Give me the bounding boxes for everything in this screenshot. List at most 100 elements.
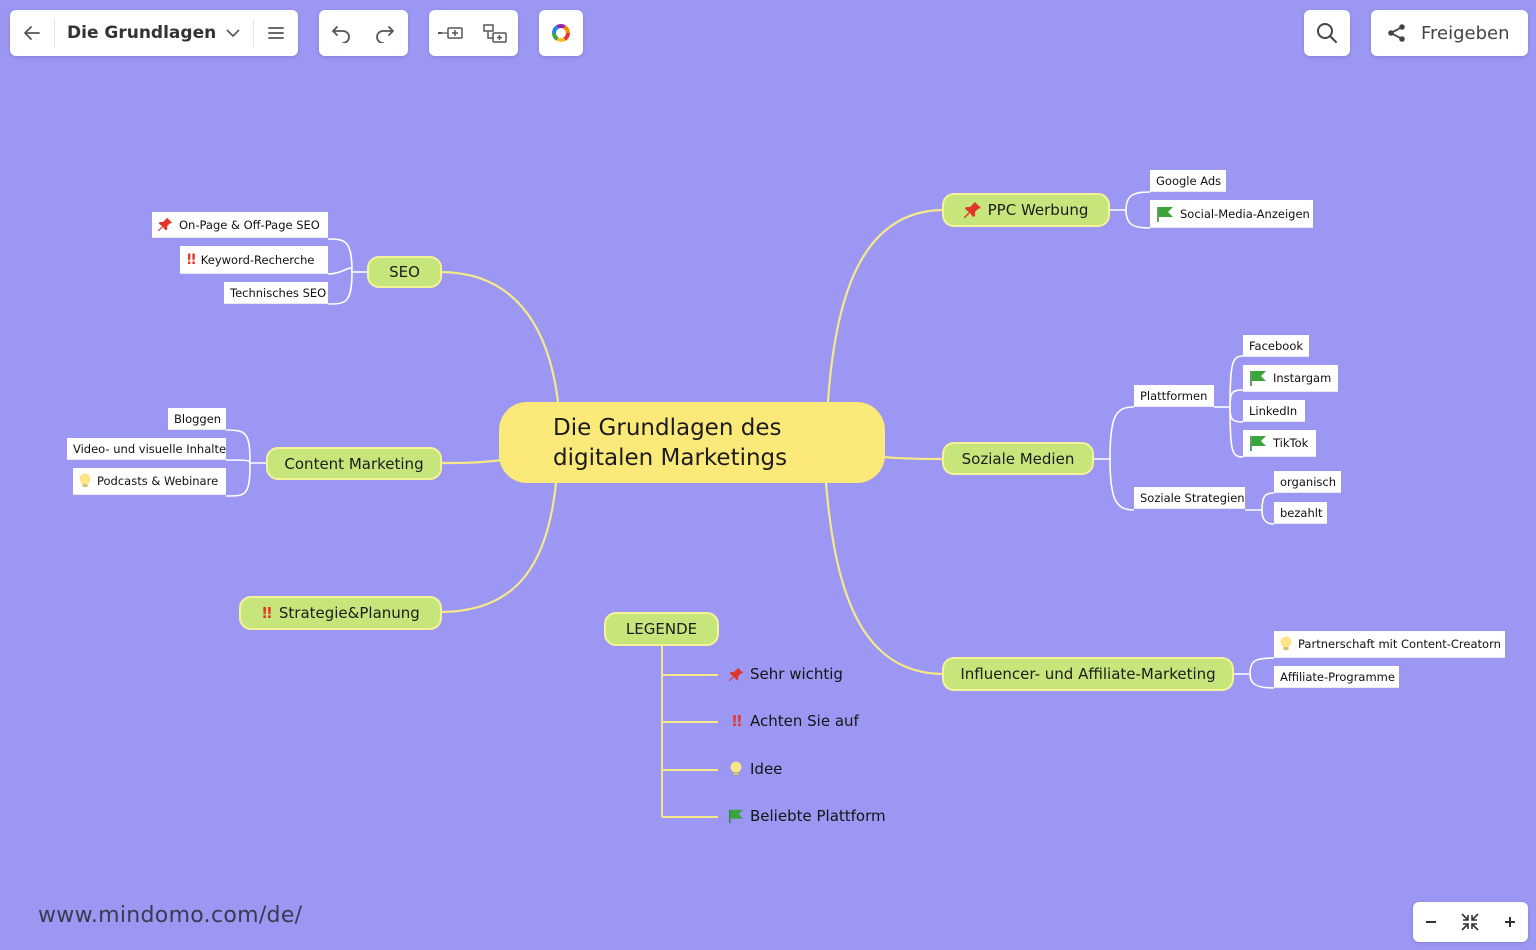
history-toolbar xyxy=(319,10,408,56)
leaf-bezahlt[interactable]: bezahlt xyxy=(1274,502,1327,524)
search-icon xyxy=(1317,23,1337,43)
leaf-bloggen[interactable]: Bloggen xyxy=(168,408,226,430)
legend-label: Achten Sie auf xyxy=(750,712,859,730)
legend-item-achten-sie-auf[interactable]: !! Achten Sie auf xyxy=(728,712,859,730)
green-flag-icon xyxy=(1249,370,1267,386)
connector-seo xyxy=(439,270,560,403)
leaf-google-ads[interactable]: Google Ads xyxy=(1150,170,1226,192)
legend-label: Idee xyxy=(750,760,783,778)
share-icon xyxy=(1388,24,1405,42)
topic-soziale-medien[interactable]: Soziale Medien xyxy=(942,442,1094,475)
hamburger-menu-icon xyxy=(268,27,284,39)
legend-item-sehr-wichtig[interactable]: Sehr wichtig xyxy=(728,665,843,683)
pushpin-icon xyxy=(728,667,744,682)
back-button[interactable] xyxy=(10,10,54,56)
search-button[interactable] xyxy=(1304,10,1350,56)
theme-toolbar xyxy=(539,10,583,56)
double-exclamation-icon: !! xyxy=(261,604,273,622)
topic-label: Strategie&Planung xyxy=(278,604,420,622)
leaf-label: Google Ads xyxy=(1156,173,1222,188)
leaf-affiliate-programme[interactable]: Affiliate-Programme xyxy=(1274,666,1399,688)
theme-button[interactable] xyxy=(539,10,583,56)
topic-label: LEGENDE xyxy=(625,620,698,638)
leaf-facebook[interactable]: Facebook xyxy=(1243,335,1309,357)
topic-label: SEO xyxy=(389,263,420,281)
leaf-video-inhalte[interactable]: Video- und visuelle Inhalte xyxy=(67,438,226,460)
toolbar-divider xyxy=(253,19,254,47)
leaf-instargam[interactable]: Instargam xyxy=(1243,365,1338,392)
minus-icon xyxy=(1425,921,1436,923)
menu-button[interactable] xyxy=(254,10,298,56)
plus-icon xyxy=(1505,917,1516,927)
central-topic-line1: Die Grundlagen des xyxy=(553,414,782,441)
green-flag-icon xyxy=(1156,206,1174,222)
topic-label: Content Marketing xyxy=(284,454,424,473)
topic-strategie-planung[interactable]: !! Strategie&Planung xyxy=(239,596,442,630)
redo-button[interactable] xyxy=(363,10,407,56)
title-dropdown-button[interactable] xyxy=(221,10,245,56)
green-flag-icon xyxy=(1249,435,1267,451)
add-topic-icon xyxy=(438,27,463,39)
insert-toolbar xyxy=(429,10,518,56)
redo-icon xyxy=(376,26,394,43)
double-exclamation-icon: !! xyxy=(186,251,197,268)
leaf-label: Podcasts & Webinare xyxy=(97,474,219,488)
leaf-social-media-anzeigen[interactable]: Social-Media-Anzeigen xyxy=(1150,200,1313,228)
topic-content-marketing[interactable]: Content Marketing xyxy=(266,447,442,480)
leaf-label: organisch xyxy=(1280,474,1336,489)
legend-item-beliebte-plattform[interactable]: Beliebte Plattform xyxy=(728,807,886,825)
topic-label: Soziale Medien xyxy=(961,449,1075,468)
leaf-tiktok[interactable]: TikTok xyxy=(1243,430,1316,457)
legend-item-idee[interactable]: Idee xyxy=(728,760,782,778)
leaf-soziale-strategien[interactable]: Soziale Strategien xyxy=(1134,487,1245,509)
central-topic[interactable]: Die Grundlagen des digitalen Marketings xyxy=(499,402,885,483)
undo-button[interactable] xyxy=(319,10,363,56)
leaf-label: Partnerschaft mit Content-Creatorn xyxy=(1298,637,1501,651)
toolbar-divider xyxy=(54,19,55,47)
leaf-podcasts-webinare[interactable]: Podcasts & Webinare xyxy=(73,468,226,495)
undo-icon xyxy=(332,26,350,43)
topic-seo[interactable]: SEO xyxy=(367,256,442,288)
leaf-label: Affiliate-Programme xyxy=(1280,669,1395,684)
fit-to-screen-button[interactable] xyxy=(1459,911,1481,933)
leaf-linkedin[interactable]: LinkedIn xyxy=(1243,400,1305,422)
leaf-label: Social-Media-Anzeigen xyxy=(1180,206,1310,221)
topic-label: PPC Werbung xyxy=(987,201,1089,219)
leaf-plattformen[interactable]: Plattformen xyxy=(1134,385,1214,407)
connector-content xyxy=(439,458,503,465)
zoom-in-button[interactable] xyxy=(1503,915,1517,929)
leaf-organisch[interactable]: organisch xyxy=(1274,471,1341,493)
legend-label: Sehr wichtig xyxy=(750,665,843,683)
leaf-on-off-page-seo[interactable]: On-Page & Off-Page SEO xyxy=(152,212,328,238)
lightbulb-icon xyxy=(728,761,744,777)
leaf-label: bezahlt xyxy=(1280,505,1323,520)
topic-influencer-affiliate[interactable]: Influencer- und Affiliate-Marketing xyxy=(942,657,1234,691)
leaf-label: On-Page & Off-Page SEO xyxy=(179,217,320,232)
share-button[interactable]: Freigeben xyxy=(1371,10,1528,56)
leaf-label: Soziale Strategien xyxy=(1140,490,1245,505)
leaf-keyword-recherche[interactable]: !! Keyword-Recherche xyxy=(180,246,328,274)
add-subtopic-icon xyxy=(483,24,507,43)
connector-social xyxy=(883,455,945,461)
central-topic-line2: digitalen Marketings xyxy=(553,444,788,471)
leaf-label: Technisches SEO xyxy=(230,285,327,300)
green-flag-icon xyxy=(728,808,744,824)
add-sibling-topic-button[interactable] xyxy=(429,10,473,56)
connector-influencer xyxy=(824,482,945,676)
pushpin-icon xyxy=(963,202,981,218)
zoom-out-button[interactable] xyxy=(1424,915,1438,929)
document-title[interactable]: Die Grundlagen ... xyxy=(67,23,221,43)
chevron-down-icon xyxy=(226,29,240,38)
leaf-label: Keyword-Recherche xyxy=(200,252,315,267)
leaf-label: Bloggen xyxy=(174,411,222,426)
watermark-url: www.mindomo.com/de/ xyxy=(38,903,303,928)
zoom-controls xyxy=(1413,902,1528,942)
leaf-label: TikTok xyxy=(1273,436,1309,450)
topic-label: Influencer- und Affiliate-Marketing xyxy=(960,665,1216,683)
add-subtopic-button[interactable] xyxy=(473,10,517,56)
topic-ppc-werbung[interactable]: PPC Werbung xyxy=(942,193,1110,227)
leaf-partnerschaft-content-creatorn[interactable]: Partnerschaft mit Content-Creatorn xyxy=(1274,631,1505,658)
leaf-technisches-seo[interactable]: Technisches SEO xyxy=(224,282,328,304)
topic-legende[interactable]: LEGENDE xyxy=(604,612,719,646)
